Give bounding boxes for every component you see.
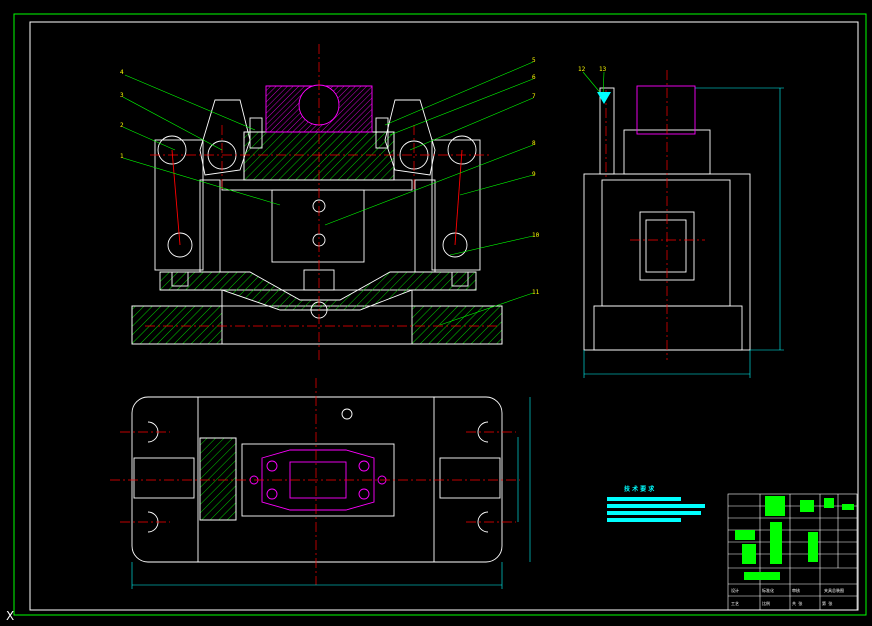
part-label-10: 10 — [532, 232, 540, 239]
tech-requirements: 技 术 要 求 — [607, 485, 705, 522]
tech-requirement-line-2 — [607, 504, 705, 508]
side-view-marker — [597, 92, 611, 104]
part-label-6: 6 — [532, 74, 536, 81]
part-label-9: 9 — [532, 171, 536, 178]
title-block — [727, 493, 858, 611]
title-block-cell-process: 工艺 — [731, 601, 739, 606]
title-block-cell-sheet-no: 第 张 — [822, 600, 832, 606]
part-label-8: 8 — [532, 140, 536, 147]
part-label-12: 12 — [578, 66, 586, 73]
top-view-centerlines — [110, 378, 520, 585]
title-block-fills — [735, 496, 854, 580]
part-label-5: 5 — [532, 57, 536, 64]
drawing-frame — [13, 13, 867, 616]
title-block-cell-scale: 比例 — [762, 600, 770, 606]
tech-requirements-title: 技 术 要 求 — [624, 485, 655, 493]
top-view — [131, 396, 503, 563]
title-block-cell-designer: 设计 — [731, 587, 739, 593]
part-label-11: 11 — [532, 289, 540, 296]
front-view-leaders — [122, 61, 534, 326]
part-label-13: 13 — [599, 66, 607, 73]
side-view-centerlines — [605, 70, 705, 360]
ucs-icon: X — [6, 609, 14, 623]
front-view-part-labels: 4 3 2 1 5 6 7 8 9 10 11 — [120, 57, 540, 296]
title-block-cell-sheets: 共 张 — [792, 600, 802, 606]
front-view — [131, 84, 503, 345]
part-label-3: 3 — [120, 92, 124, 99]
side-view-part-labels: 12 13 — [578, 66, 607, 73]
tech-requirement-line-3 — [607, 511, 701, 515]
front-view-centerlines — [145, 44, 500, 360]
part-label-7: 7 — [532, 93, 536, 100]
part-label-1: 1 — [120, 153, 124, 160]
title-block-drawing-title: 夹具总装图 — [824, 587, 844, 593]
part-label-2: 2 — [120, 122, 124, 129]
tech-requirement-line-1 — [607, 497, 681, 501]
tech-requirement-line-4 — [607, 518, 681, 522]
side-view-dimensions — [583, 87, 784, 378]
top-view-slots — [147, 408, 489, 533]
top-view-dimensions — [131, 397, 531, 589]
part-label-4: 4 — [120, 69, 124, 76]
title-block-cell-review: 审核 — [792, 587, 800, 593]
title-block-cell-standardization: 标准化 — [762, 587, 774, 593]
